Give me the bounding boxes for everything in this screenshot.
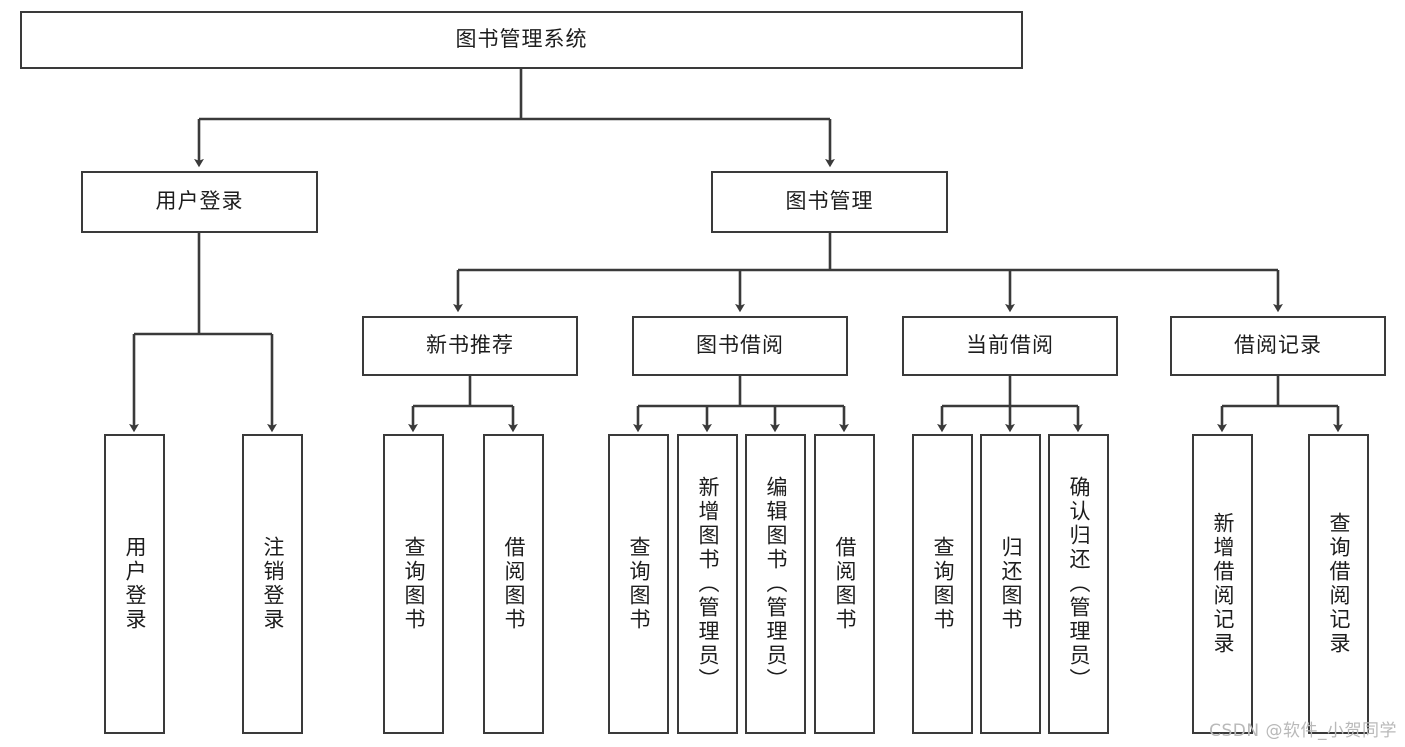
node-book-borrow[interactable]: 图书借阅: [632, 316, 848, 376]
leaf-borrow-record-add[interactable]: 新增借阅记录: [1192, 434, 1253, 734]
leaf-label: 借阅图书: [502, 536, 527, 632]
leaf-label: 查询图书: [931, 536, 956, 632]
leaf-new-book-query[interactable]: 查询图书: [383, 434, 444, 734]
leaf-current-borrow-query[interactable]: 查询图书: [912, 434, 973, 734]
leaf-current-borrow-confirm[interactable]: 确认归还（管理员）: [1048, 434, 1109, 734]
leaf-label: 归还图书: [999, 536, 1024, 632]
node-book-management[interactable]: 图书管理: [711, 171, 948, 233]
leaf-label: 查询图书: [402, 536, 427, 632]
leaf-user-login-logout[interactable]: 注销登录: [242, 434, 303, 734]
csdn-watermark: CSDN @软件_小贺同学: [1209, 721, 1397, 741]
node-borrow-record[interactable]: 借阅记录: [1170, 316, 1386, 376]
leaf-borrow-record-query[interactable]: 查询借阅记录: [1308, 434, 1369, 734]
leaf-user-login-login[interactable]: 用户登录: [104, 434, 165, 734]
leaf-book-borrow-borrow[interactable]: 借阅图书: [814, 434, 875, 734]
leaf-label: 查询图书: [627, 536, 652, 632]
leaf-label: 注销登录: [261, 536, 286, 632]
leaf-label: 新增图书（管理员）: [696, 476, 721, 692]
node-user-login[interactable]: 用户登录: [81, 171, 318, 233]
leaf-book-borrow-query[interactable]: 查询图书: [608, 434, 669, 734]
leaf-book-borrow-add[interactable]: 新增图书（管理员）: [677, 434, 738, 734]
leaf-current-borrow-return[interactable]: 归还图书: [980, 434, 1041, 734]
leaf-new-book-borrow[interactable]: 借阅图书: [483, 434, 544, 734]
leaf-label: 确认归还（管理员）: [1067, 476, 1092, 692]
leaf-label: 查询借阅记录: [1327, 512, 1352, 656]
node-new-book-recommend[interactable]: 新书推荐: [362, 316, 578, 376]
leaf-book-borrow-edit[interactable]: 编辑图书（管理员）: [745, 434, 806, 734]
node-current-borrow[interactable]: 当前借阅: [902, 316, 1118, 376]
leaf-label: 新增借阅记录: [1211, 512, 1236, 656]
leaf-label: 用户登录: [123, 536, 148, 632]
leaf-label: 借阅图书: [833, 536, 858, 632]
leaf-label: 编辑图书（管理员）: [764, 476, 789, 692]
node-root-system[interactable]: 图书管理系统: [20, 11, 1023, 69]
